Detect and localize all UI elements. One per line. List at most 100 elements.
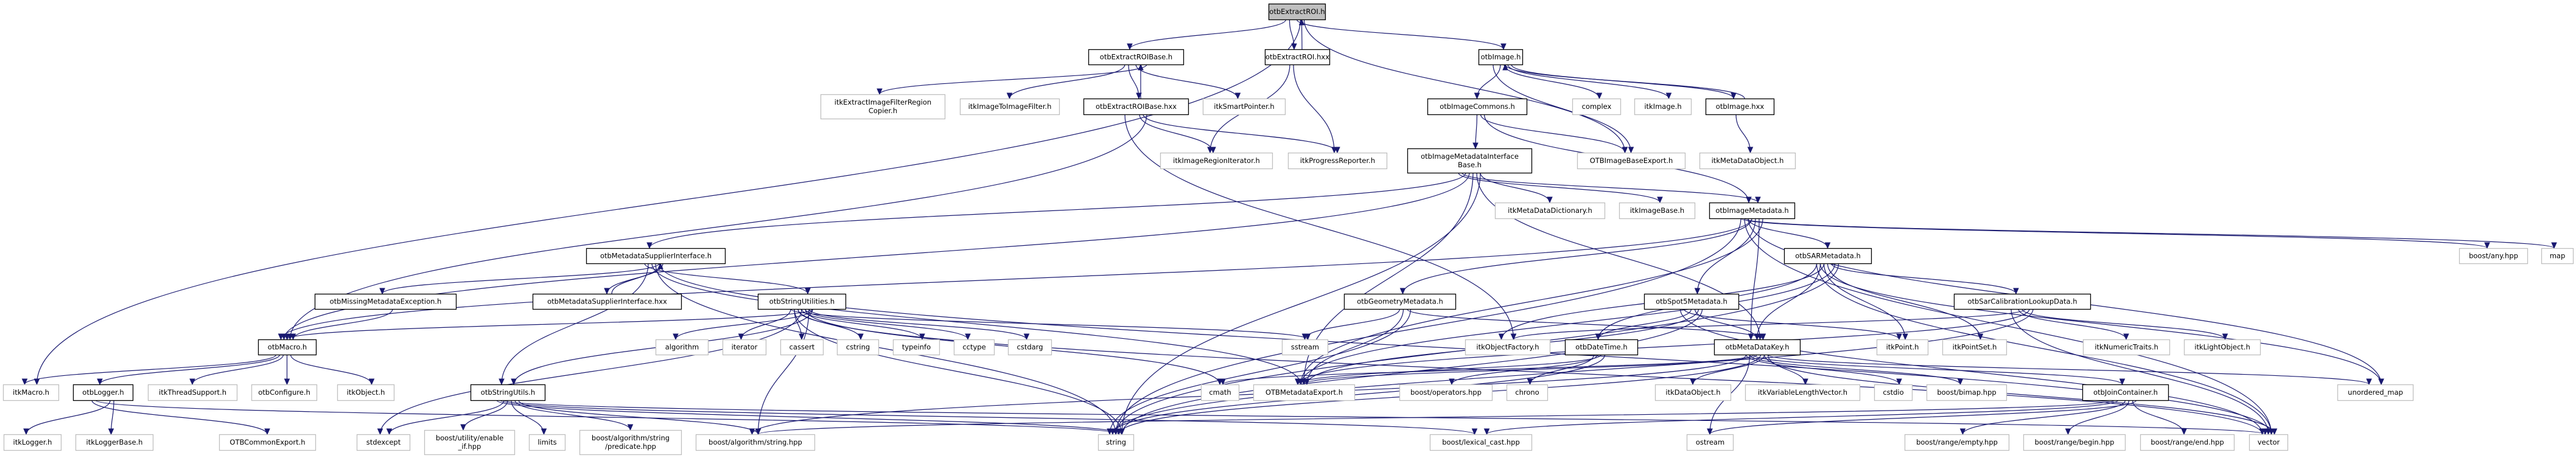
node-label: itkImageRegionIterator.h [1173,156,1260,165]
edge-arrowhead [2181,428,2187,435]
edge-arrowhead [1755,196,1761,204]
edge-arrowhead [1665,92,1672,100]
node-otbstringutils-h[interactable]: otbStringUtils.h [470,384,546,401]
node-otbmetadataexport-h: OTBMetadataExport.h [1253,384,1356,401]
node-box [356,434,411,451]
node-otbsarcalibrationlookupdata-h[interactable]: otbSarCalibrationLookupData.h [1953,293,2091,310]
edge-arrowhead [1510,333,1517,341]
node-otbimagemetadata-h[interactable]: otbImageMetadata.h [1709,202,1796,220]
edge-image-to-itkimage [1507,64,1670,99]
edge-arrowhead [1399,288,1406,295]
node-otbmissingmetadataexception-h[interactable]: otbMissingMetadataException.h [314,293,457,310]
edge-sarmd-to-unorderedmap [1819,263,2382,385]
node-cstdarg: cstdarg [1007,339,1052,356]
node-otblogger-h[interactable]: otbLogger.h [72,384,134,401]
edge-mdibase-to-imagemetadata [1461,172,1759,203]
node-box [1577,152,1686,170]
edge-arrowhead [1596,92,1603,100]
edge-logger-to-itklogger [26,400,111,435]
edge-joincontainer-to-rangeend [2132,400,2185,435]
node-box [1634,98,1692,116]
edge-arrowhead [23,428,29,435]
edge-arrowhead [1471,428,1478,435]
node-label: otbExtractROI.h [1269,7,1325,16]
node-box [219,434,317,451]
edge-image-to-complex [1503,64,1600,99]
node-otbextractroibase-h[interactable]: otbExtractROIBase.h [1088,49,1185,66]
edge-arrowhead [646,242,653,249]
node-otbgeometrymetadata-h[interactable]: otbGeometryMetadata.h [1343,293,1457,310]
edge-arrowhead [2378,378,2384,386]
edge-roihxx-to-progress [1293,64,1335,153]
node-boost-algorithm-string-predicate-hpp: boost/algorithm/string/predicate.hpp [579,429,682,456]
edge-geommd-to-mdkey [1406,308,1764,340]
node-label: chrono [1515,388,1539,397]
node-otbimage-hxx[interactable]: otbImage.hxx [1705,98,1775,116]
edge-arrowhead [379,288,385,295]
edge-arrowhead [749,428,755,435]
node-box [1709,202,1796,220]
node-otbjoincontainer-h[interactable]: otbJoinContainer.h [2082,384,2169,401]
node-otbimage-h[interactable]: otbImage.h [1478,49,1524,66]
node-otbmacro-h[interactable]: otbMacro.h [257,339,317,356]
node-otbsarmetadata-h[interactable]: otbSARMetadata.h [1783,248,1872,265]
edge-mdkey-to-vector [1763,354,2275,435]
node-label: boost/operators.hpp [1410,388,1482,397]
edge-arrowhead [1295,378,1301,386]
edge-arrowhead [1331,147,1337,154]
node-otbmetadatasupplierinterface-h[interactable]: otbMetadataSupplierInterface.h [586,248,726,265]
node-label: otbImageMetadata.h [1715,206,1788,215]
node-box [722,339,767,356]
edge-arrowhead [499,378,505,386]
node-box [1088,49,1185,66]
edge-arrowhead [1474,92,1480,100]
edge-arrowhead [278,333,284,341]
edge-mdsupplier-to-strutilities [644,263,808,294]
node-otbmetadatakey-h[interactable]: otbMetaDataKey.h [1713,339,1801,356]
edge-image-to-imagecommons [1476,64,1501,99]
node-otbextractroi-h[interactable]: otbExtractROI.h [1268,3,1326,21]
node-cstdio: cstdio [1874,384,1913,401]
edge-arrowhead [460,424,466,431]
edge-arrowhead [1023,333,1030,341]
node-box [1745,384,1861,401]
edge-strutils-to-predicate [514,400,631,431]
edge-arrowhead [377,428,383,435]
edge-imagemetadata-to-sarmd [1748,218,1829,249]
edge-arrowhead [1291,43,1297,50]
node-otbstringutilities-h[interactable]: otbStringUtilities.h [757,293,847,310]
node-otbmetadatasupplierinterface-hxx[interactable]: otbMetadataSupplierInterface.hxx [532,293,682,310]
node-label: otbDateTime.h [1575,343,1627,352]
edge-arrowhead [1657,196,1663,204]
edge-mdkey-to-mdexport [1303,354,1758,385]
edge-mdkey-to-joincontainer [1752,354,2123,385]
node-otbspot5metadata-h[interactable]: otbSpot5Metadata.h [1643,293,1740,310]
edges-layer [21,18,2557,435]
node-otbdatetime-h[interactable]: otbDateTime.h [1564,339,1639,356]
node-box [1200,384,1240,401]
node-label: boost/algorithm/string.hpp [709,438,802,446]
edge-arrowhead [1628,147,1634,154]
edge-mdsupplier-to-strutils [501,263,649,385]
node-otbextractroi-hxx[interactable]: otbExtractROI.hxx [1264,49,1331,66]
node-boost-algorithm-string-hpp: boost/algorithm/string.hpp [695,434,816,451]
node-otbextractroibase-hxx[interactable]: otbExtractROIBase.hxx [1083,98,1189,116]
node-box [1268,3,1326,21]
edge-roibase-to-smartptr [1135,64,1239,99]
edge-arrowhead [97,378,103,386]
node-algorithm: algorithm [655,339,709,356]
edge-arrowhead [2222,333,2228,341]
node-label: itkMacro.h [13,388,49,397]
edge-sarcal-to-objfactory [1513,308,2026,340]
node-label: limits [537,438,556,446]
node-label: typeinfo [902,343,931,352]
node-box [1465,339,1551,356]
node-iterator: iterator [722,339,767,356]
edge-strutils-to-vector [503,400,2266,435]
edge-mdibase-to-string [1121,172,1481,435]
node-label: otbImageCommons.h [1440,102,1515,111]
edge-sarcal-to-mdexport [1297,308,2030,385]
node-label: boost/utility/enable [436,434,503,442]
node-otbimagecommons-h[interactable]: otbImageCommons.h [1427,98,1528,116]
